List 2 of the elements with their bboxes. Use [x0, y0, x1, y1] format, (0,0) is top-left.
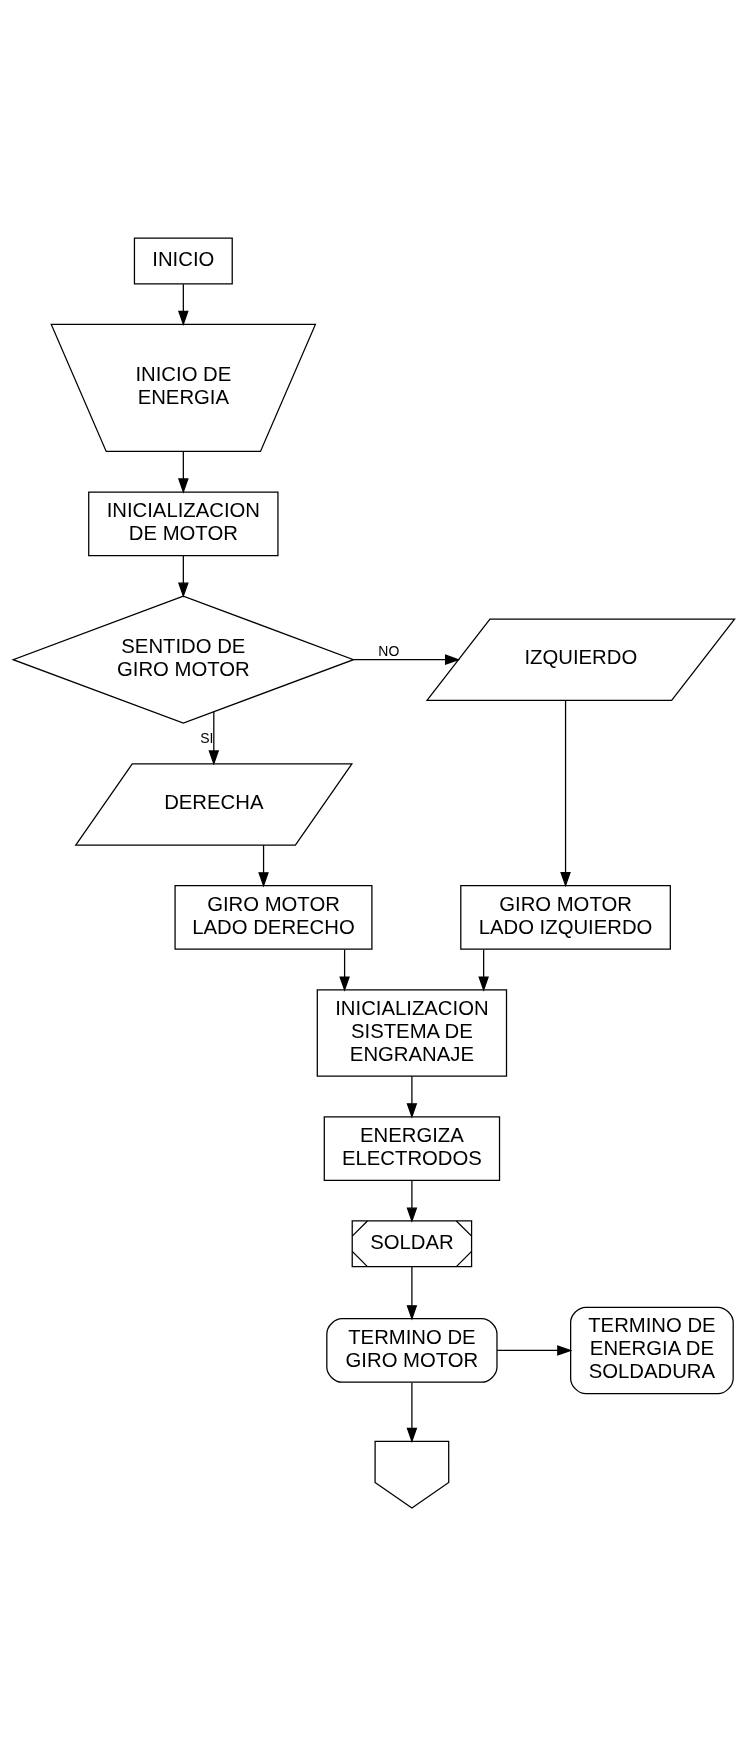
edge-label: SI: [200, 729, 214, 746]
edge-label: NO: [378, 642, 400, 659]
